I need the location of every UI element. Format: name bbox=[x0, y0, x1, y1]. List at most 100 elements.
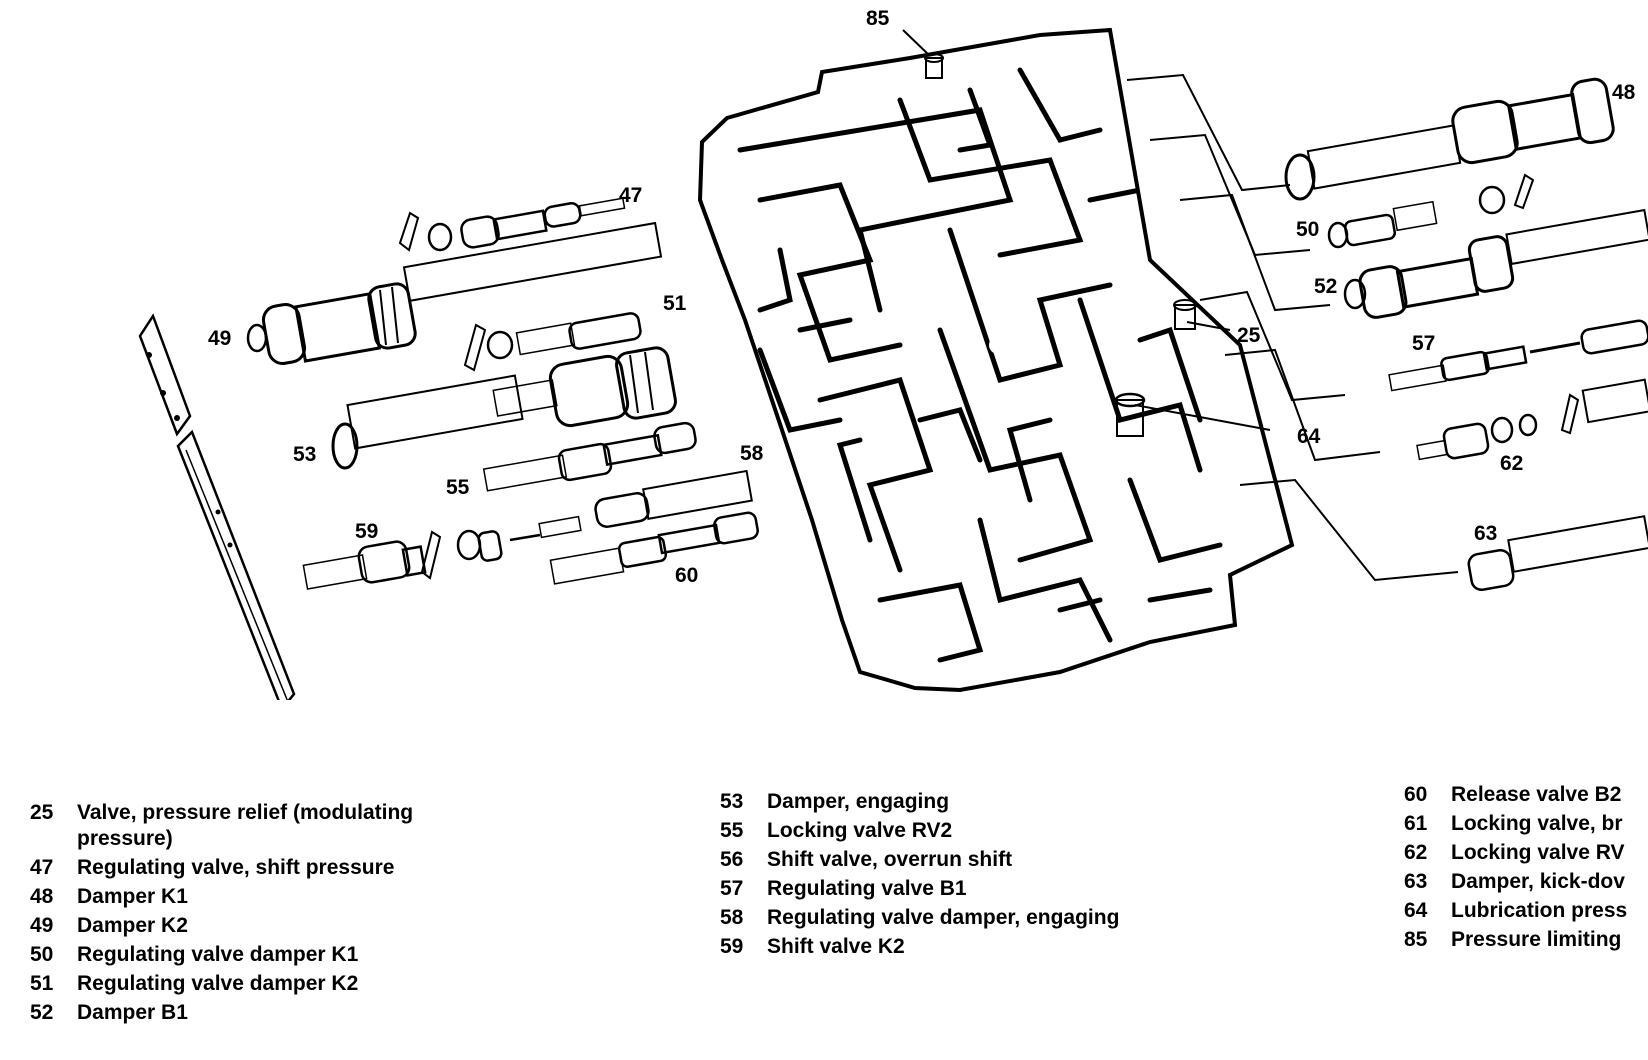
damper-b1-52 bbox=[1343, 208, 1648, 319]
legend-number: 47 bbox=[30, 856, 54, 879]
legend-number: 55 bbox=[720, 819, 744, 842]
regulating-valve-shift-pressure-47 bbox=[398, 197, 626, 252]
legend-item: 60 Release valve B2 bbox=[1404, 782, 1648, 808]
callout-47: 47 bbox=[619, 184, 642, 207]
legend-text: Shift valve K2 bbox=[767, 935, 905, 958]
legend-number: 57 bbox=[720, 877, 744, 900]
damper-k2-49 bbox=[246, 221, 663, 365]
legend-text: Regulating valve B1 bbox=[767, 877, 967, 900]
callout-57: 57 bbox=[1412, 332, 1435, 355]
locking-valve-rv2-55 bbox=[482, 421, 697, 492]
legend-item: 53 Damper, engaging bbox=[720, 789, 1280, 815]
valve-body-plate bbox=[697, 27, 1295, 693]
legend-number: 53 bbox=[720, 790, 744, 813]
legend-text: Locking valve, br bbox=[1451, 812, 1623, 835]
regulating-valve-damper-engaging-58 bbox=[594, 469, 753, 528]
legend-text: Locking valve RV bbox=[1451, 841, 1625, 864]
legend-text: Damper K1 bbox=[77, 885, 188, 908]
legend-text: Damper, kick-dov bbox=[1451, 870, 1625, 893]
regulating-valve-damper-k1-50 bbox=[1327, 173, 1535, 249]
release-valve-b2-60 bbox=[549, 511, 759, 585]
callout-53: 53 bbox=[293, 443, 316, 466]
pressure-relief-valve-25 bbox=[1173, 299, 1197, 330]
legend-item: 63 Damper, kick-dov bbox=[1404, 869, 1648, 895]
legend-item: 64 Lubrication press bbox=[1404, 898, 1648, 924]
legend-number: 25 bbox=[30, 801, 54, 824]
legend-text: Regulating valve, shift pressure bbox=[77, 856, 395, 879]
damper-engaging-53 bbox=[331, 346, 677, 470]
legend-item: 61 Locking valve, br bbox=[1404, 811, 1648, 837]
callout-64: 64 bbox=[1297, 425, 1321, 448]
legend-item: 52 Damper B1 bbox=[30, 1000, 510, 1026]
callout-52: 52 bbox=[1314, 275, 1337, 298]
legend-number: 56 bbox=[720, 848, 744, 871]
legend-text: Damper, engaging bbox=[767, 790, 950, 813]
gasket-plate-long bbox=[176, 429, 296, 700]
legend-text: Regulating valve damper, engaging bbox=[767, 906, 1120, 929]
legend-column-2: 53 Damper, engaging 55 Locking valve RV2 5… bbox=[720, 789, 1280, 963]
leader-lines bbox=[902, 29, 1459, 582]
legend-text: Regulating valve damper K2 bbox=[77, 972, 359, 995]
callout-62: 62 bbox=[1500, 452, 1523, 475]
callout-59: 59 bbox=[355, 520, 378, 543]
legend-item: 25 Valve, pressure relief (modulating pre… bbox=[30, 800, 510, 852]
callout-labels: 85 48 47 50 52 51 49 25 57 64 53 58 62 5… bbox=[208, 7, 1636, 587]
legend-number: 50 bbox=[30, 943, 54, 966]
legend-text: Lubrication press bbox=[1451, 899, 1628, 922]
callout-51: 51 bbox=[663, 292, 687, 315]
lubrication-pressure-valve-64 bbox=[1114, 392, 1146, 437]
shift-valve-k2-59 bbox=[302, 515, 582, 590]
legend-item: 56 Shift valve, overrun shift bbox=[720, 847, 1280, 873]
callout-50: 50 bbox=[1296, 218, 1319, 241]
legend-number: 59 bbox=[720, 935, 744, 958]
callout-63: 63 bbox=[1474, 522, 1497, 545]
legend-text: Damper K2 bbox=[77, 914, 188, 937]
callout-60: 60 bbox=[675, 564, 698, 587]
legend-item: 48 Damper K1 bbox=[30, 884, 510, 910]
legend-text: Pressure limiting bbox=[1451, 928, 1622, 951]
legend-text: Release valve B2 bbox=[1451, 783, 1622, 806]
legend-number: 61 bbox=[1404, 812, 1428, 835]
legend-item: 59 Shift valve K2 bbox=[720, 934, 1280, 960]
legend-number: 51 bbox=[30, 972, 54, 995]
damper-k1-48 bbox=[1284, 77, 1615, 201]
legend-text: Locking valve RV2 bbox=[767, 819, 953, 842]
legend-column-3: 60 Release valve B2 61 Locking valve, br 6… bbox=[1404, 782, 1648, 956]
legend-number: 49 bbox=[30, 914, 54, 937]
legend-item: 50 Regulating valve damper K1 bbox=[30, 942, 510, 968]
callout-85: 85 bbox=[866, 7, 890, 30]
damper-kick-down-63 bbox=[1467, 515, 1648, 592]
legend-item: 85 Pressure limiting bbox=[1404, 927, 1648, 953]
gasket-plate-small bbox=[138, 313, 192, 437]
legend-item: 58 Regulating valve damper, engaging bbox=[720, 905, 1280, 931]
callout-25: 25 bbox=[1237, 324, 1261, 347]
legend-text: Regulating valve damper K1 bbox=[77, 943, 359, 966]
legend-item: 57 Regulating valve B1 bbox=[720, 876, 1280, 902]
legend-number: 52 bbox=[30, 1001, 54, 1024]
legend-number: 62 bbox=[1404, 841, 1428, 864]
legend-item: 49 Damper K2 bbox=[30, 913, 510, 939]
legend-number: 64 bbox=[1404, 899, 1428, 922]
legend-number: 48 bbox=[30, 885, 54, 908]
legend-text: Valve, pressure relief (modulating press… bbox=[77, 801, 414, 850]
legend-number: 58 bbox=[720, 906, 744, 929]
pressure-limiting-valve-85 bbox=[924, 53, 944, 79]
callout-58: 58 bbox=[740, 442, 764, 465]
legend-number: 63 bbox=[1404, 870, 1428, 893]
regulating-valve-b1-57 bbox=[1388, 319, 1648, 392]
legend-item: 47 Regulating valve, shift pressure bbox=[30, 855, 510, 881]
exploded-valve-body-diagram: 85 48 47 50 52 51 49 25 57 64 53 58 62 5… bbox=[138, 7, 1648, 700]
callout-55: 55 bbox=[446, 476, 470, 499]
callout-48: 48 bbox=[1612, 81, 1636, 104]
legend-number: 85 bbox=[1404, 928, 1428, 951]
legend-item: 51 Regulating valve damper K2 bbox=[30, 971, 510, 997]
regulating-valve-damper-k2-51 bbox=[463, 312, 642, 372]
legend-item: 55 Locking valve RV2 bbox=[720, 818, 1280, 844]
legend-item: 62 Locking valve RV bbox=[1404, 840, 1648, 866]
locking-valve-rv-62 bbox=[1416, 378, 1648, 461]
legend-text: Shift valve, overrun shift bbox=[767, 848, 1013, 871]
legend-number: 60 bbox=[1404, 783, 1428, 806]
legend-column-1: 25 Valve, pressure relief (modulating pre… bbox=[30, 800, 510, 1029]
legend-text: Damper B1 bbox=[77, 1001, 188, 1024]
callout-49: 49 bbox=[208, 327, 231, 350]
